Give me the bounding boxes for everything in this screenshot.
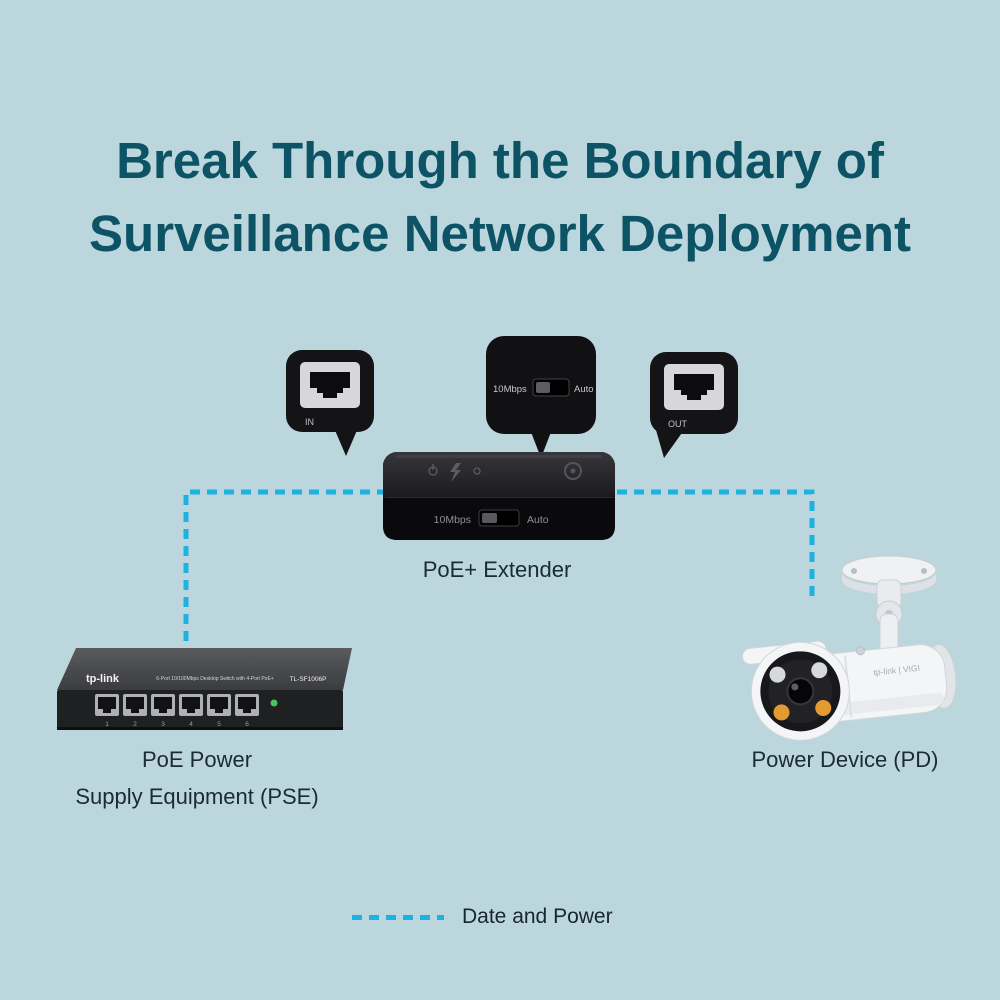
callout-auto-label: Auto (574, 384, 594, 395)
connection-lines (183, 489, 815, 658)
callout-speed-label: 10Mbps (493, 384, 527, 395)
camera-brand-label: tp-link | VIGI (873, 663, 920, 678)
callout-out-label: OUT (668, 419, 688, 429)
security-camera-device: tp-link | VIGI (741, 555, 957, 741)
callout-speed-switch: 10Mbps Auto (486, 336, 596, 458)
connection-pse-to-extender (183, 489, 420, 658)
legend-label: Date and Power (462, 905, 613, 928)
extender-auto-label: Auto (527, 514, 549, 526)
port-number: 1 (105, 721, 109, 728)
poe-bolt-icon (450, 463, 461, 482)
connection-extender-to-camera (600, 489, 815, 600)
switch-model-label: TL-SF1006P (290, 676, 327, 683)
pd-caption: Power Device (PD) (751, 747, 939, 772)
rj45-port: 2 (123, 694, 147, 728)
extender-slider-knob (482, 513, 497, 523)
legend-dashed-line-icon (352, 914, 444, 920)
rj45-port: 4 (179, 694, 203, 728)
ir-led (769, 666, 786, 683)
speed-slider-knob (536, 382, 550, 393)
rj45-jack-icon (310, 372, 350, 398)
port-number: 6 (245, 721, 249, 728)
rj45-port: 5 (207, 694, 231, 728)
page-title-line2: Surveillance Network Deployment (89, 205, 911, 262)
rj45-port: 3 (151, 694, 175, 728)
rj45-port: 6 (235, 694, 259, 728)
callout-out-port: OUT (650, 352, 738, 458)
warm-led (815, 700, 832, 717)
pse-caption-line2: Supply Equipment (PSE) (75, 784, 319, 809)
camera-body: tp-link | VIGI (741, 640, 957, 741)
port-number: 4 (189, 721, 193, 728)
status-led-icons (428, 464, 481, 476)
extender-caption: PoE+ Extender (422, 557, 572, 582)
poe-extender-device: 10Mbps Auto (383, 452, 615, 540)
rj45-jack-icon (674, 374, 714, 400)
warm-led (773, 704, 790, 721)
pse-caption-line1: PoE Power (141, 747, 253, 772)
power-led (270, 699, 278, 707)
tp-link-logo (564, 462, 582, 480)
switch-spec-label: 6-Port 10/100Mbps Desktop Switch with 4-… (156, 676, 273, 682)
extender-speed-label: 10Mbps (434, 514, 471, 526)
callout-in-label: IN (305, 417, 314, 427)
legend: Date and Power (352, 905, 613, 929)
rj45-port: 1 (95, 694, 119, 728)
page-title: Break Through the Boundary of Surveillan… (0, 124, 1000, 270)
port-number: 5 (217, 721, 221, 728)
switch-ports: 1 2 3 4 (95, 694, 259, 728)
ir-led (811, 662, 828, 679)
port-number: 2 (133, 721, 137, 728)
page-title-line1: Break Through the Boundary of (116, 132, 884, 189)
poe-switch-device: tp-link 6-Port 10/100Mbps Desktop Switch… (57, 648, 352, 730)
camera-screw (855, 646, 865, 656)
callout-in-port: IN (286, 350, 374, 456)
switch-brand-label: tp-link (86, 673, 120, 685)
port-number: 3 (161, 721, 165, 728)
pse-caption: PoE Power Supply Equipment (PSE) (22, 741, 372, 815)
camera-mount (841, 555, 937, 661)
